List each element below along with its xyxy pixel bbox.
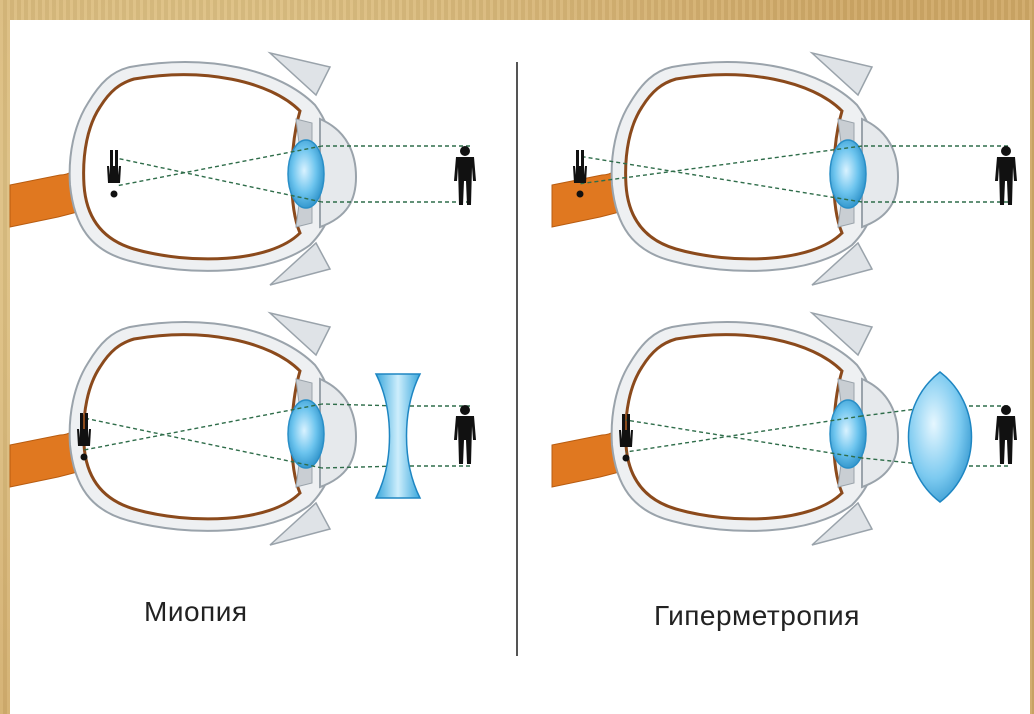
object-person-icon xyxy=(995,146,1017,205)
eye-myopia-uncorrected xyxy=(10,53,476,285)
hyperopia-label: Гиперметропия xyxy=(654,600,860,632)
eye-hyperopia-corrected xyxy=(552,313,1017,545)
convex-lens xyxy=(909,372,972,502)
myopia-label: Миопия xyxy=(144,596,248,628)
concave-lens xyxy=(376,374,420,498)
object-person-icon xyxy=(995,405,1017,464)
eye-myopia-corrected xyxy=(10,313,476,545)
object-person-icon xyxy=(454,405,476,464)
eye-hyperopia-uncorrected xyxy=(552,53,1017,285)
object-person-icon xyxy=(454,146,476,205)
